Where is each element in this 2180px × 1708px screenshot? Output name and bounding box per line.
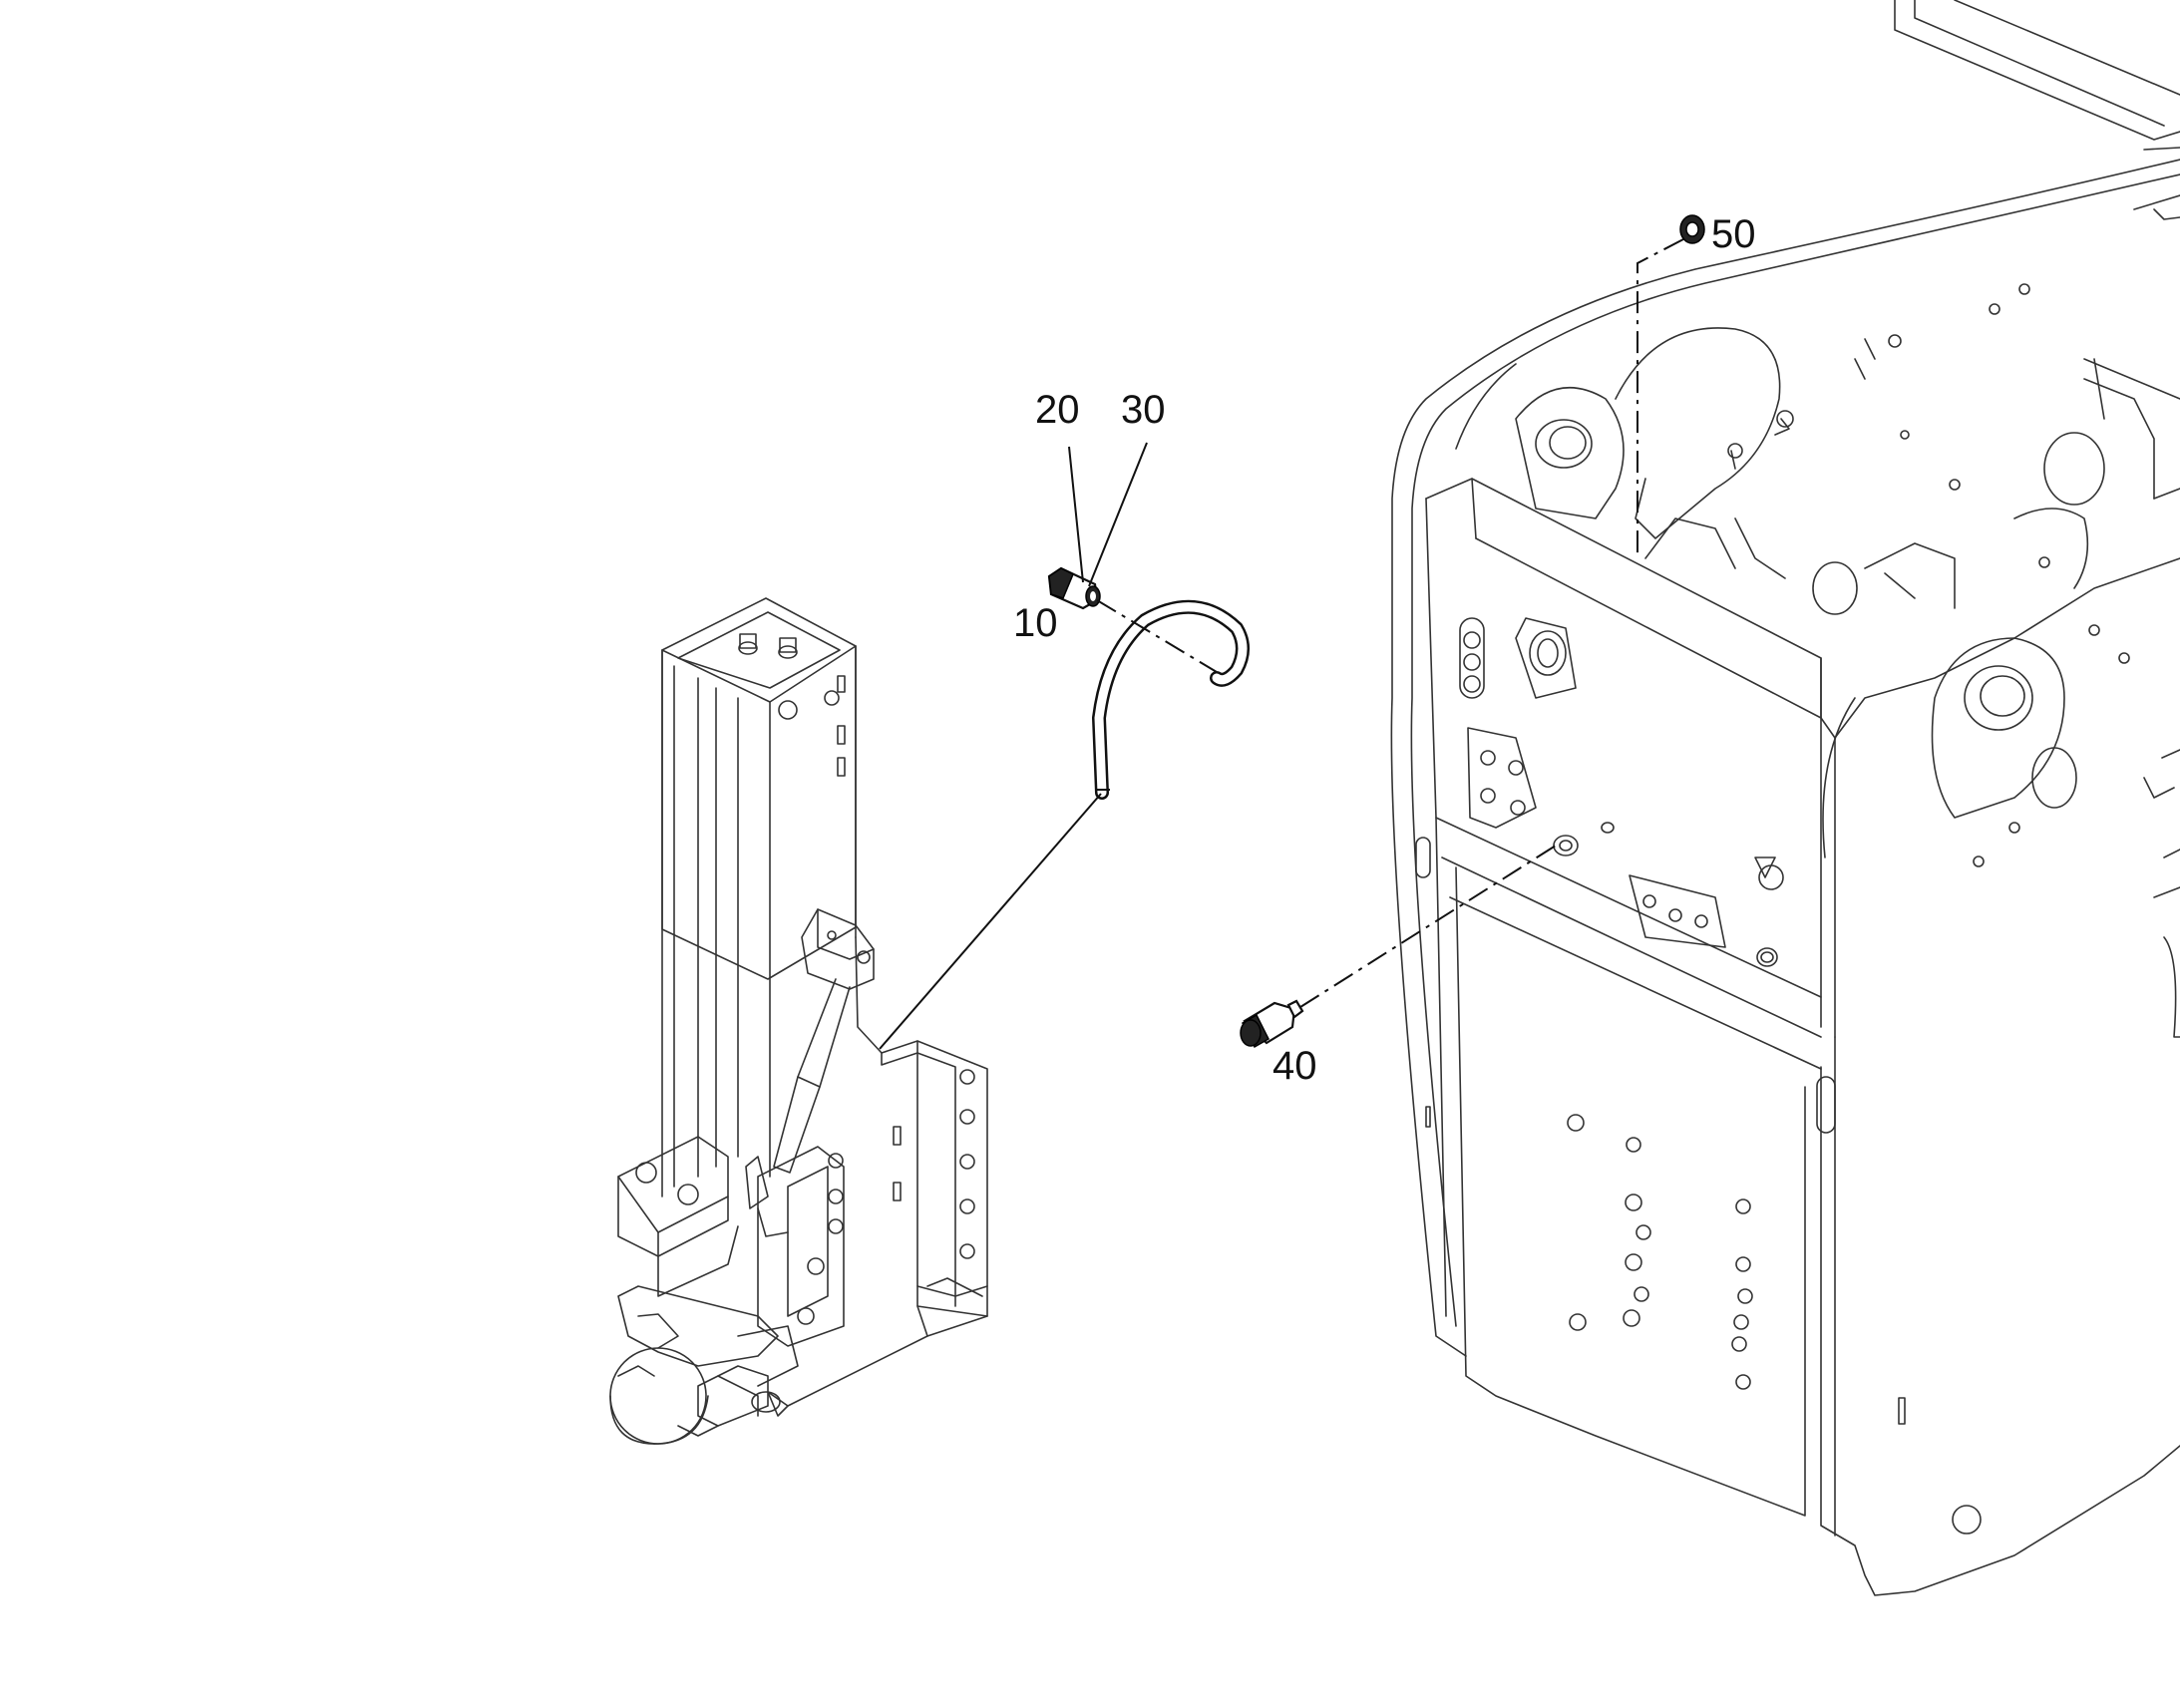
callout-40: 40	[1272, 1044, 1317, 1088]
lubrication-hose	[1091, 599, 1250, 800]
trailer-coupling-assembly	[609, 597, 988, 1445]
callout-30: 30	[1121, 388, 1166, 432]
part-50-seal-ring	[1679, 214, 1705, 244]
callout-20: 20	[1035, 388, 1080, 432]
vehicle-frame	[1390, 0, 2180, 1596]
callout-10: 10	[1013, 601, 1058, 645]
leader-lines	[879, 238, 1684, 1050]
callout-50: 50	[1711, 212, 1756, 256]
part-40-grease-nipple	[1240, 999, 1304, 1049]
